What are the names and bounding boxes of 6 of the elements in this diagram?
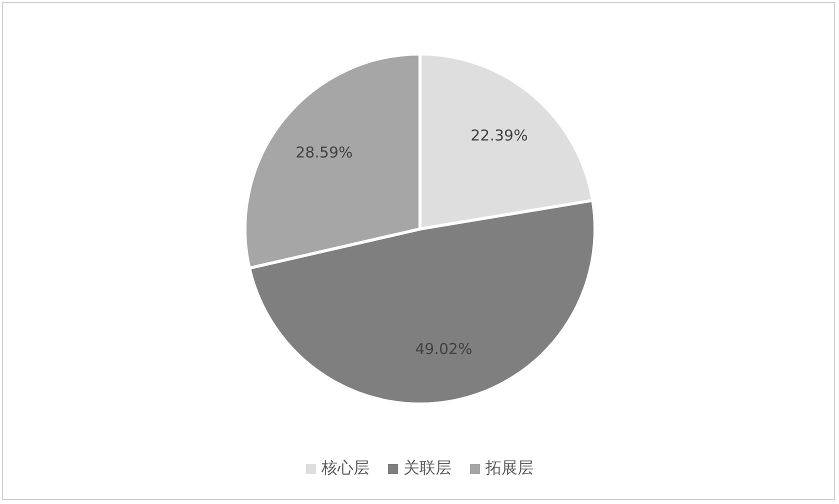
value-label: 49.02% (415, 340, 472, 358)
value-label: 22.39% (470, 126, 528, 145)
legend-label: 核心层 (322, 458, 370, 479)
value-label: 28.59% (296, 144, 353, 162)
legend-label: 关联层 (404, 458, 452, 479)
legend-label: 拓展层 (486, 458, 534, 479)
